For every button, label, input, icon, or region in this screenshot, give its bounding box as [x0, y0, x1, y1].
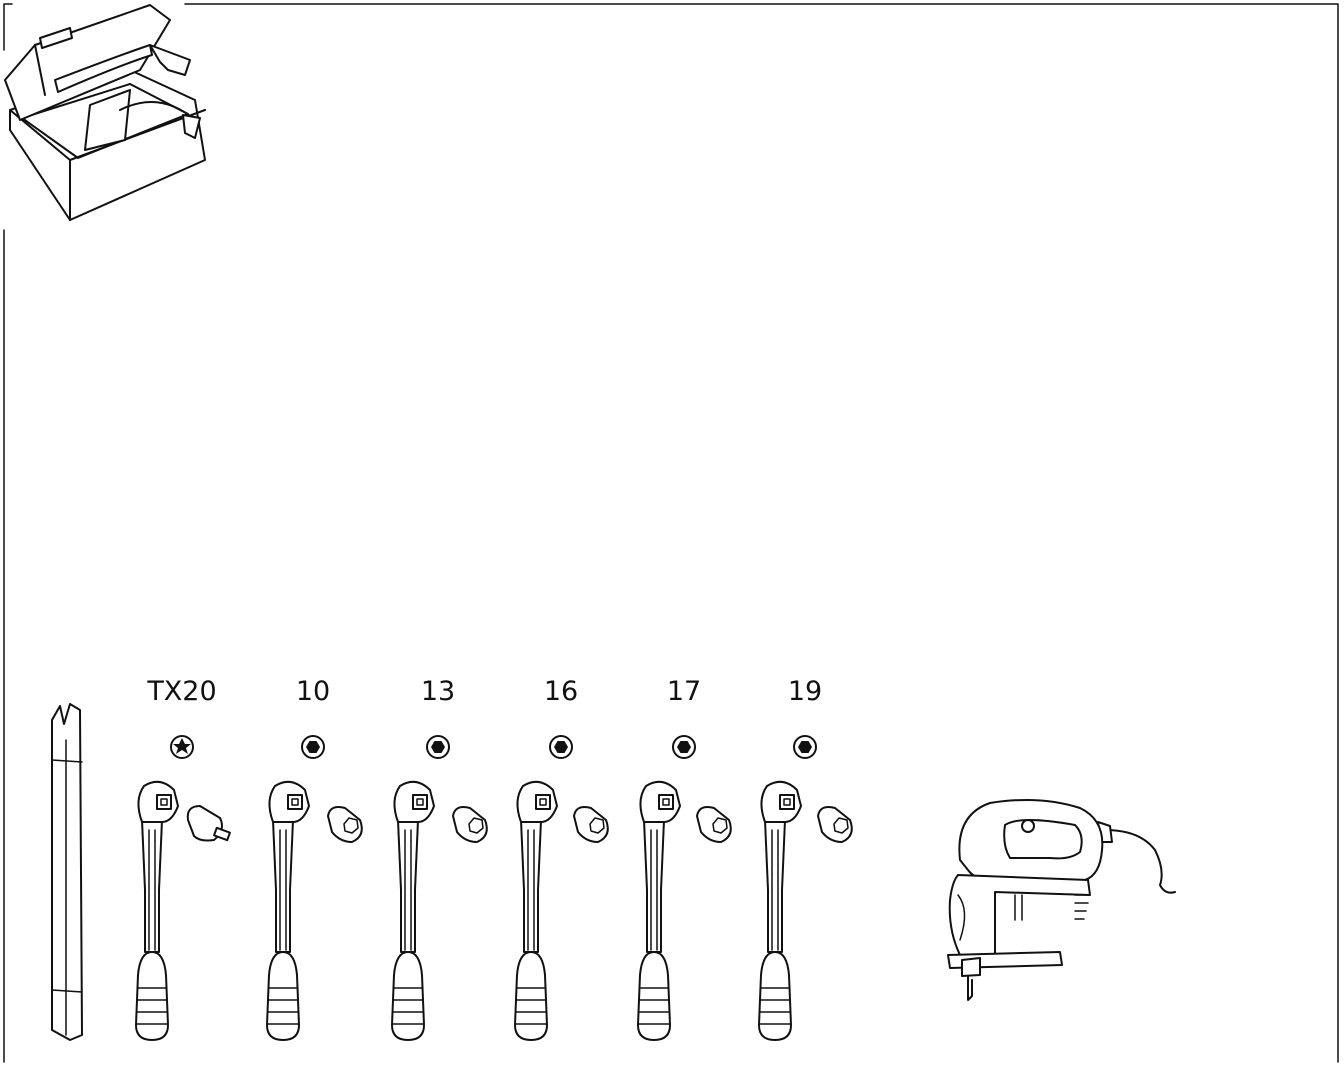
hex-socket-icon [550, 736, 572, 758]
page-frame [4, 4, 1338, 1062]
bit-group-10: 10 [267, 676, 362, 1040]
bit-set: TX20 10 13 [136, 676, 852, 1040]
hex-socket-icon [794, 736, 816, 758]
bit-group-17: 17 [638, 676, 731, 1040]
torx-bit [188, 806, 230, 841]
bit-size-label: 19 [788, 676, 822, 707]
bit-size-label: 16 [544, 676, 578, 707]
bit-size-label: 17 [667, 676, 701, 707]
bit-size-label: 13 [421, 676, 455, 707]
bit-size-label: 10 [296, 676, 330, 707]
jigsaw-icon [948, 800, 1175, 1000]
hex-socket [453, 807, 487, 842]
torx-icon [171, 736, 193, 758]
bit-group-13: 13 [392, 676, 487, 1040]
bit-group-19: 19 [759, 676, 852, 1040]
pry-bar-icon [52, 704, 82, 1040]
hex-socket [697, 807, 731, 842]
bit-group-16: 16 [515, 676, 608, 1040]
hex-socket-icon [427, 736, 449, 758]
hex-socket-icon [302, 736, 324, 758]
bit-group-tx20: TX20 [136, 676, 230, 1040]
hex-socket [574, 807, 608, 842]
hex-socket [328, 807, 362, 842]
hex-socket-icon [673, 736, 695, 758]
hex-socket [818, 807, 852, 842]
toolbox-icon [5, 5, 205, 220]
bit-size-label: TX20 [146, 676, 216, 707]
